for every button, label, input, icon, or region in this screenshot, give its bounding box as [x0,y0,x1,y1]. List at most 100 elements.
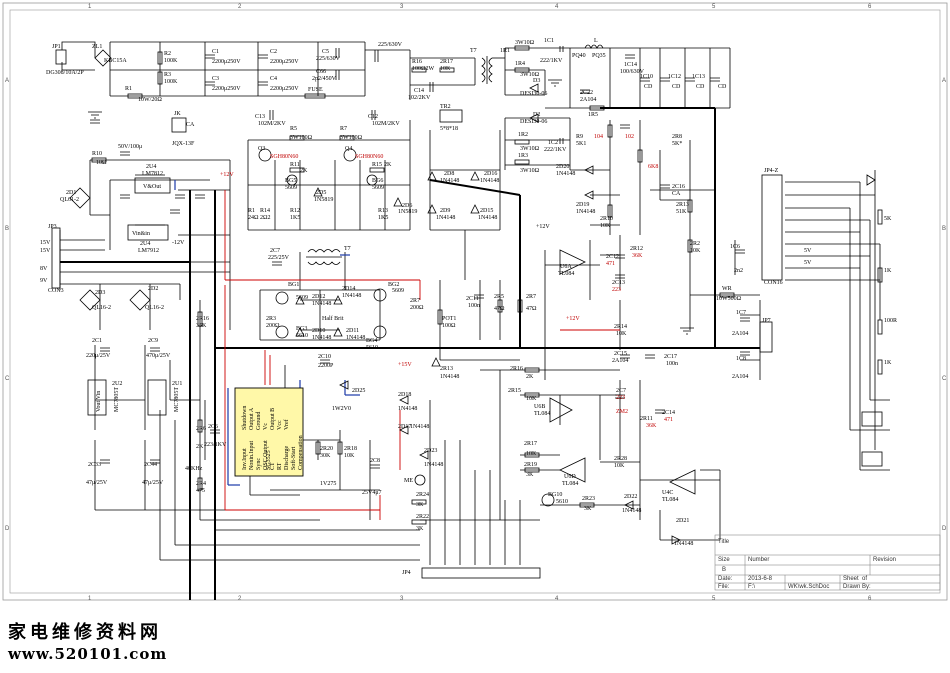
label-r1k: 1K [884,268,892,274]
c7b-plate [740,317,750,322]
label-c1b: 2C1 [92,338,102,344]
label-r2v: 100K [164,58,178,64]
bg5-transistor [286,174,298,186]
grid-row-d-right: D [942,526,947,532]
cd-mid-plate [175,194,185,199]
c44-plate [150,459,160,464]
tb-file-label: File: [718,584,730,590]
q3-transistor [258,148,272,162]
label-c6bv: 223/1KV [204,442,227,448]
label-d21v: 1N4148 [674,541,693,547]
label-r3b: 2R3 [266,316,276,322]
label-r14v: 2Ω2 [260,215,270,221]
label-u6b: U6B [534,404,545,410]
r16-body [411,67,427,73]
label-c66: C66 [316,69,326,75]
c14b-plate [655,409,665,414]
label-cd4: CD [718,84,727,90]
pot1-body [437,309,443,325]
tb-size-label: Size [718,557,730,563]
label-c6b: 2C6 [208,424,218,430]
tb-date-label: Date: [718,576,733,582]
label-d11: 2D11 [346,328,359,334]
c1b-plate [100,347,110,352]
d1-bridge [69,187,91,209]
label-r3bv: 200Ω [266,323,280,329]
grid-row-a-right: A [942,78,946,84]
label-r28v: 10K [614,463,625,469]
label-r17: 2R17 [524,441,537,447]
label-r1: R1 [125,86,132,92]
label-r15bv: 10K [526,396,537,402]
title-block-text: Title Size B Number Revision Date: 2013-… [718,539,896,590]
label-d15: 2D15 [480,208,493,214]
label-r7: R7 [340,126,347,132]
sg-pin-6: RT [277,462,283,470]
grid-col-3: 3 [400,4,404,10]
d22-diode [624,500,634,510]
label-q3v: SGH80N60 [270,154,298,160]
label-kbc: KBC15A [104,58,127,64]
label-r16: R16 [412,59,422,65]
label-l1v: PQ35 [592,53,606,59]
label-c8b: 2C8 [370,458,380,464]
grid-col-1-bottom: 1 [88,596,92,602]
label-d25: 2D25 [352,388,365,394]
r7c-body [517,299,523,313]
grid-col-3-bottom: 3 [400,596,404,602]
sg-pin-10: Shutdown [242,406,248,430]
jp4z-connector [761,174,783,281]
bg4-transistor [373,325,387,339]
label-c33: 2C33 [88,462,101,468]
grid-col-2-bottom: 2 [238,596,242,602]
label-r17: 2R17 [440,59,453,65]
label-jp3: JP3 [48,224,57,230]
label-r11bv: 36K [646,423,657,429]
sg-pin-7: Discharge [284,445,290,470]
label-d18: 2D18 [398,392,411,398]
bg10-transistor [541,493,555,507]
c225-plate [374,50,379,62]
label-v9: 9V [40,278,48,284]
label-d3v: DESI30-06 [520,91,547,97]
label-u6av: TL084 [558,271,574,277]
label-r3v: 100K [164,79,178,85]
sg-pin-13: Vc [263,423,269,430]
label-ic14: 1C14 [624,62,637,68]
jp7-connector [759,321,773,353]
q4-transistor [343,148,357,162]
grid-col-4: 4 [555,4,559,10]
label-v15b: 15V [40,248,51,254]
label-r13b: R13 [378,208,388,214]
tb-size-value: B [722,567,726,573]
label-r5: R5 [290,126,297,132]
label-vin: Vin&in [132,231,150,237]
label-r12: R12 [290,208,300,214]
label-r13cv: 1N4148 [440,374,459,380]
label-ic14v: 100/630V [620,69,645,75]
label-r2b: 2R2 [690,241,700,247]
d3b-bridge [79,289,101,311]
label-v5a: 5V [804,248,812,254]
label-r1b: R1 [248,208,255,214]
label-d3bv: QL16-2 [92,305,111,311]
r5k-body [877,209,883,225]
sg-pin-4: OSC.Output [263,440,269,470]
label-c13c: 2C13 [612,280,625,286]
bg3-transistor [275,325,289,339]
component-glyphs [51,44,883,579]
label-c17v: 100n [666,361,678,367]
u4c-opamp [669,469,696,495]
c50v-plate [120,151,130,156]
label-r11b: 2R11 [640,416,653,422]
label-d1: 2D1 [66,190,76,196]
label-bg10: BG10 [548,492,562,498]
label-r4: 2R4 [196,481,206,487]
label-r6k8: 6K8 [648,164,658,170]
r6-body [197,419,203,433]
label-c9v: 470μ/25V [146,353,171,359]
label-c8v: 2A104 [732,374,748,380]
label-c13b: C13 [255,114,265,120]
label-c17: 2C17 [664,354,677,360]
label-bg4: BG4 [366,338,377,344]
